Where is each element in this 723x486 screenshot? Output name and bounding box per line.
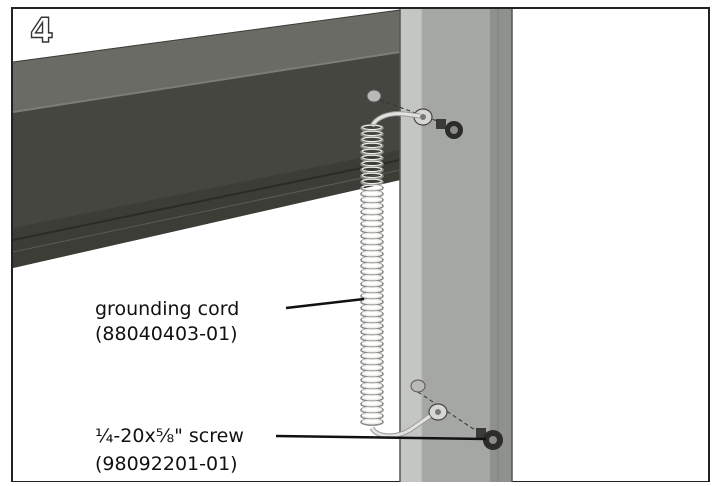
cord-coil-highlight [361,394,383,401]
cord-coil-highlight [361,406,383,413]
cord-coil-highlight [361,208,383,215]
cord-coil-highlight [361,166,383,173]
step-number: 4 [29,11,54,51]
cord-coil-highlight [361,268,383,275]
cord-coil-highlight [361,346,383,353]
grounding-cord [360,111,432,439]
cord-coil-highlight [361,328,383,335]
grounding-cord-part-number: (88040403-01) [95,323,238,345]
cord-coil-highlight [361,418,383,425]
cord-coil-highlight [361,184,383,191]
cord-coil-highlight [361,316,383,323]
cord-coil-highlight [361,334,383,341]
cord-coil-highlight [361,364,383,371]
grounding-cord-label: grounding cord [95,298,240,320]
grounding-cord-leader-line [285,297,365,310]
cord-coil-highlight [361,286,383,293]
cord-coil-highlight [361,370,383,377]
upper-fastener [366,89,463,139]
cord-coil-highlight [361,382,383,389]
cord-coil-highlight [361,148,383,155]
cord-coil-highlight [361,310,383,317]
cord-coil-highlight [361,232,383,239]
cord-coil-highlight [361,244,383,251]
cord-coil-highlight [361,220,383,227]
cord-coil-highlight [361,136,383,143]
lower-fastener [410,379,503,450]
cord-coil-highlight [361,298,383,305]
cord-coil-highlight [361,202,383,209]
cord-coil-highlight [361,130,383,137]
cord-coil-highlight [361,250,383,257]
cord-coil-highlight [361,376,383,383]
cord-coil-highlight [361,304,383,311]
vertical-post [399,9,513,482]
cord-coil-highlight [361,154,383,161]
cord-coil-highlight [361,214,383,221]
screw-part-number: (98092201-01) [95,453,238,475]
cord-coil-highlight [361,274,383,281]
cord-coil-highlight [361,190,383,197]
cord-coil-highlight [361,226,383,233]
cord-coil-highlight [361,280,383,287]
cord-coil-highlight [361,160,383,167]
cord-coil-highlight [361,142,383,149]
cord-coil-highlight [361,124,383,131]
cord-coil-highlight [361,400,383,407]
cord-coil-highlight [361,322,383,329]
cord-coil-highlight [361,352,383,359]
cord-coil-highlight [361,262,383,269]
cord-coil-highlight [361,292,383,299]
cord-coil-highlight [361,196,383,203]
cord-coil-highlight [361,172,383,179]
cord-coil-highlight [361,388,383,395]
cord-coil-highlight [361,358,383,365]
crossbar-beam [12,9,401,268]
cord-coil-highlight [361,178,383,185]
cord-coil-highlight [361,256,383,263]
cord-coil-highlight [361,238,383,245]
cord-coil-highlight [361,412,383,419]
screw-label: ¼-20x⅝" screw [95,425,244,447]
screw-leader-line [275,434,487,441]
cord-coil-highlight [361,340,383,347]
